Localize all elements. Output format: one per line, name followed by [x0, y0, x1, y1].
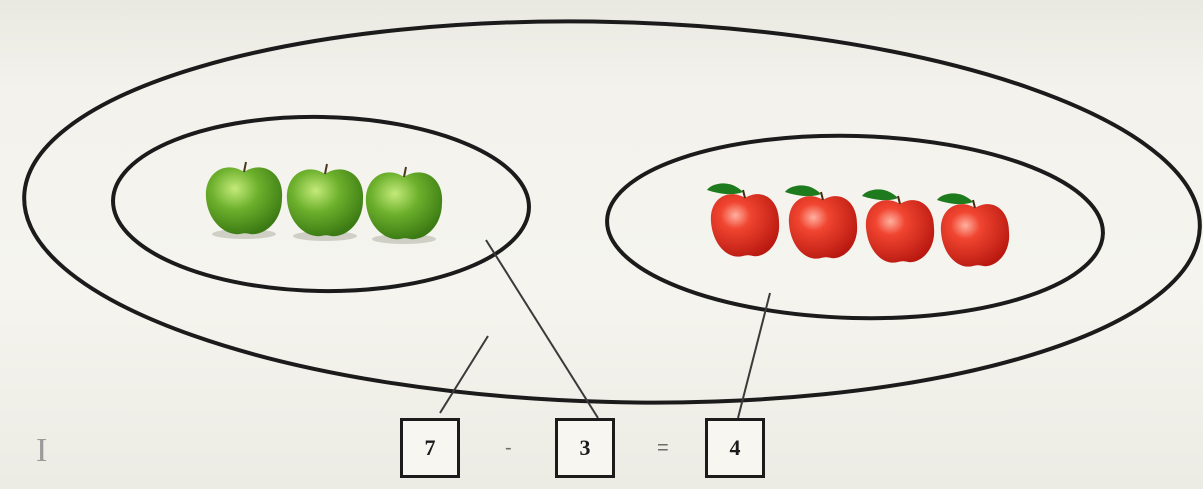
red-apple: [707, 183, 779, 256]
result-box[interactable]: 4: [705, 418, 765, 478]
subtrahend-value: 3: [580, 435, 591, 461]
connector-line-whole: [440, 336, 488, 413]
total-box[interactable]: 7: [400, 418, 460, 478]
whole-ellipse: [19, 7, 1203, 418]
text-cursor-icon: I: [36, 432, 47, 470]
subtrahend-box[interactable]: 3: [555, 418, 615, 478]
green-apple: [206, 162, 282, 239]
minus-sign: -: [505, 437, 512, 460]
red-apple: [937, 193, 1009, 266]
result-value: 4: [730, 435, 741, 461]
green-apple: [287, 164, 363, 241]
total-value: 7: [425, 435, 436, 461]
connector-line-green: [486, 240, 598, 418]
equals-sign: =: [657, 437, 669, 460]
red-apple: [862, 189, 934, 262]
green-apple: [366, 167, 442, 244]
red-apple: [785, 185, 857, 258]
